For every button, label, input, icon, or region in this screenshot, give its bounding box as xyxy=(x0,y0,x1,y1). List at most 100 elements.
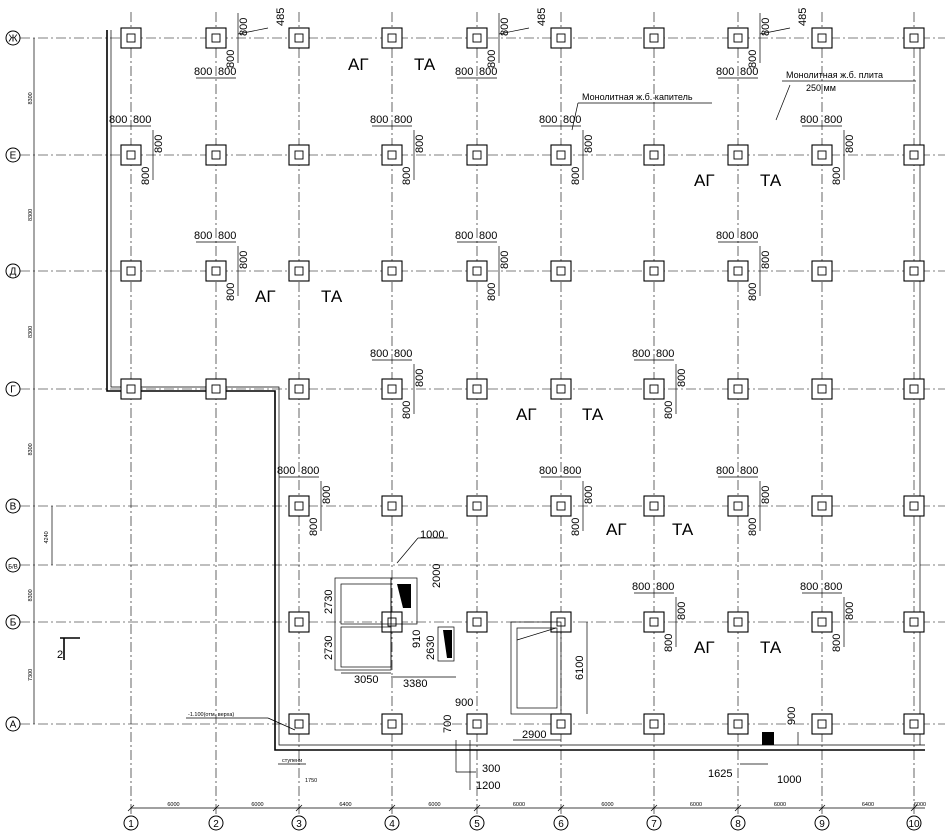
cap-dim-h: 800 xyxy=(844,135,856,153)
axis-label-col: 4 xyxy=(389,819,395,830)
dim-2630: 2630 xyxy=(425,636,437,660)
section-mark-left: АГ xyxy=(606,520,627,539)
left-spacing: 8300 xyxy=(28,443,34,455)
cap-dim-h: 800 xyxy=(499,251,511,269)
cap-dim-w: 800 xyxy=(479,230,497,242)
cap-dim-w: 800 xyxy=(824,114,842,126)
cap-dim-w: 800 xyxy=(824,581,842,593)
dim-900-left: 900 xyxy=(455,697,473,709)
annotations: Монолитная ж.б. плита 250 мм Монолитная … xyxy=(57,70,916,765)
axis-bubble-col xyxy=(906,815,922,831)
axis-bubble-col xyxy=(123,815,139,831)
cap-dim-h: 800 xyxy=(401,167,413,185)
column xyxy=(387,384,397,394)
cap-dim-h: 800 xyxy=(140,167,152,185)
cap-dim-w: 800 xyxy=(800,114,818,126)
bottom-spacing: 6000 xyxy=(513,802,525,808)
cap-dim-w: 800 xyxy=(370,348,388,360)
column xyxy=(817,384,827,394)
cap-dim-h: 800 xyxy=(760,251,772,269)
dim-2730-a: 2730 xyxy=(323,590,335,614)
axis-bubble-row xyxy=(5,498,21,514)
axis-label-col: 7 xyxy=(651,819,657,830)
bottom-spacing: 6000 xyxy=(690,802,702,808)
column xyxy=(472,33,482,43)
cap-dim-h: 800 xyxy=(663,634,675,652)
stairs-label: ступени xyxy=(282,758,302,764)
bottom-spacing: 6000 xyxy=(167,802,179,808)
column xyxy=(294,150,304,160)
column xyxy=(649,719,659,729)
dim-tick xyxy=(557,804,565,812)
column xyxy=(649,150,659,160)
dim-tick xyxy=(212,804,220,812)
section-mark-right: ТА xyxy=(672,520,694,539)
cap-dim-w: 800 xyxy=(716,230,734,242)
column xyxy=(294,617,304,627)
cap-dim-h: 800 xyxy=(747,283,759,301)
axis-bubble-col xyxy=(730,815,746,831)
column xyxy=(472,266,482,276)
cap-dim-w: 800 xyxy=(479,66,497,78)
slab-name-label: Монолитная ж.б. плита xyxy=(786,70,883,80)
axis-label-col: 5 xyxy=(474,819,480,830)
axis-label-row: А xyxy=(10,720,17,731)
section-mark-right: ТА xyxy=(760,638,782,657)
column xyxy=(211,266,221,276)
bottom-spacing: 6400 xyxy=(339,802,351,808)
cap-dim-h: 800 xyxy=(225,50,237,68)
misc-dimensions: 1000 2000 2730 2730 910 2630 3050 3380 9… xyxy=(305,529,801,792)
cap-dim-h: 800 xyxy=(676,369,688,387)
cap-dim-h: 800 xyxy=(321,486,333,504)
cap-dim-h: 800 xyxy=(486,50,498,68)
section-mark-right: ТА xyxy=(760,171,782,190)
dim-1750: 1750 xyxy=(305,778,317,784)
cap-dim-w: 800 xyxy=(632,348,650,360)
axis-label-col: 9 xyxy=(819,819,825,830)
axis-bubble-row xyxy=(5,263,21,279)
left-spacing: 8300 xyxy=(28,92,34,104)
dim-3380: 3380 xyxy=(403,678,427,690)
axis-label-col: 2 xyxy=(213,819,219,830)
column xyxy=(909,266,919,276)
column xyxy=(472,719,482,729)
column xyxy=(909,150,919,160)
column xyxy=(294,719,304,729)
column xyxy=(909,33,919,43)
cap-dim-h: 800 xyxy=(676,602,688,620)
cap-dim-h: 800 xyxy=(401,401,413,419)
opening-right xyxy=(510,621,774,745)
axis-bubble-col xyxy=(553,815,569,831)
cap-dim-485: 485 xyxy=(536,8,548,26)
column xyxy=(387,617,397,627)
column xyxy=(733,501,743,511)
bottom-spacing: 6000 xyxy=(251,802,263,808)
dim-tick xyxy=(910,804,918,812)
column xyxy=(387,266,397,276)
cap-dim-h: 800 xyxy=(570,518,582,536)
cap-dim-w: 800 xyxy=(800,581,818,593)
left-spacing: 4240 xyxy=(44,531,50,543)
column xyxy=(294,266,304,276)
axis-label-row: Е xyxy=(10,151,17,162)
dim-6100: 6100 xyxy=(574,656,586,680)
axis-bubble-col xyxy=(469,815,485,831)
dim-1000-top: 1000 xyxy=(420,529,444,541)
cap-dim-w: 800 xyxy=(455,66,473,78)
axis-bubble-col xyxy=(291,815,307,831)
cap-dim-w: 800 xyxy=(563,465,581,477)
cap-dim-h: 800 xyxy=(831,167,843,185)
cap-dim-h: 800 xyxy=(153,135,165,153)
cap-dim-w: 800 xyxy=(394,348,412,360)
dim-2730-b: 2730 xyxy=(323,636,335,660)
column xyxy=(817,150,827,160)
axis-label-col: 10 xyxy=(908,819,920,830)
cap-dim-w: 800 xyxy=(563,114,581,126)
cap-dim-w: 800 xyxy=(301,465,319,477)
column xyxy=(294,501,304,511)
column xyxy=(472,617,482,627)
